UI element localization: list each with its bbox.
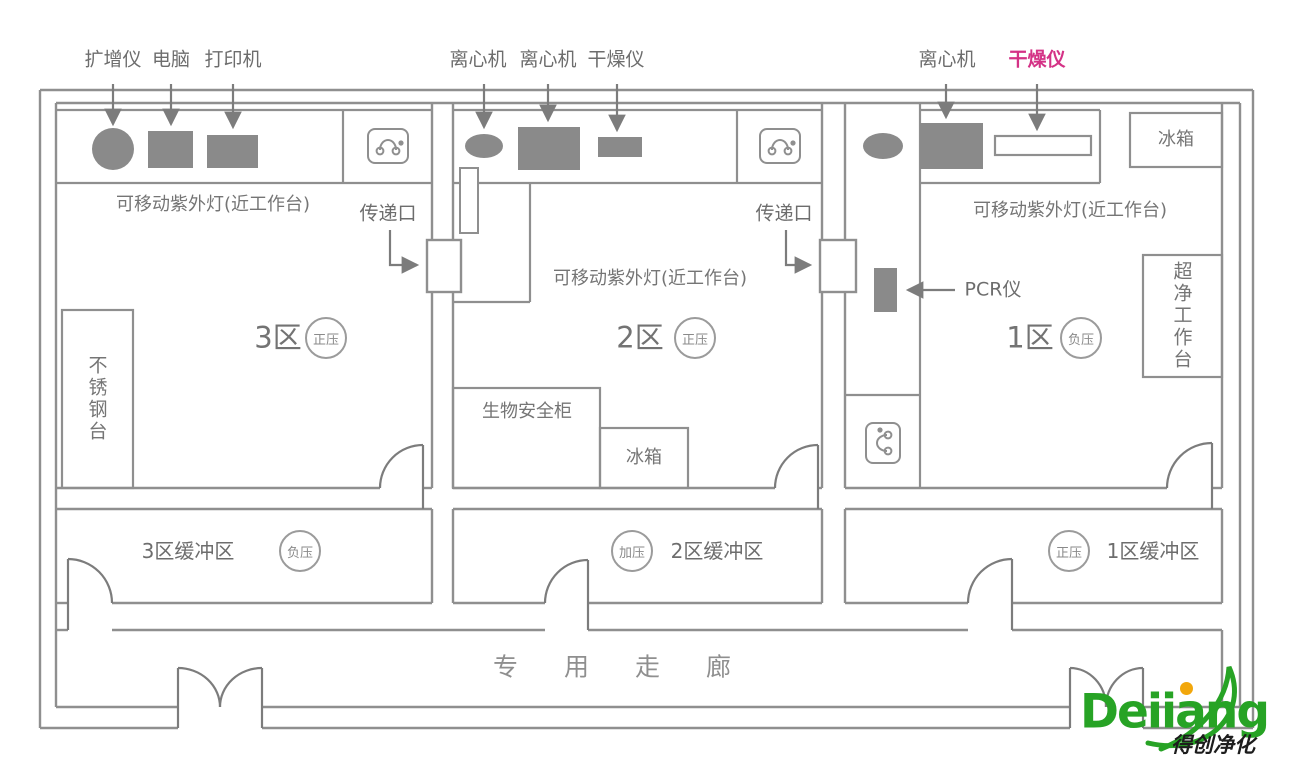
buffer1-label: 1区缓冲区	[1106, 539, 1200, 563]
sink-icons	[367, 128, 901, 464]
corridor-label: 专用走廊	[492, 652, 778, 682]
fridge-zone1-label: 冰箱	[1158, 129, 1194, 150]
zone3-name: 3区	[254, 320, 302, 355]
buffer2-pressure-badge: 加压	[611, 530, 653, 572]
zone1-pressure-badge: 负压	[1060, 317, 1102, 359]
buffer3-label: 3区缓冲区	[141, 539, 235, 563]
double-door-corridor-right	[1068, 666, 1145, 728]
pass-window-label-right: 传递口	[755, 202, 813, 225]
arrow-pass-left	[388, 230, 420, 274]
pcr-label: PCR仪	[964, 278, 1022, 301]
centrifuge1-zone2-shape	[465, 134, 503, 158]
zone2-pressure-badge: 正压	[674, 317, 716, 359]
buffer2-label: 2区缓冲区	[670, 539, 764, 563]
amplifier-shape	[92, 128, 134, 170]
logo-caption: 得创净化	[1171, 733, 1255, 757]
biosafety-cabinet-label: 生物安全柜	[482, 401, 572, 422]
fridge-zone1-rect	[1128, 111, 1224, 169]
callout-computer: 电脑	[151, 48, 191, 71]
callout-amplifier: 扩增仪	[84, 48, 142, 71]
callout-centrifuge1-zone2: 离心机	[449, 48, 507, 71]
clean-bench-rect	[1141, 253, 1224, 379]
printer-shape	[207, 135, 258, 168]
sink-icon	[865, 422, 901, 464]
computer-shape	[148, 131, 193, 168]
dryer-zone2-shape	[598, 137, 642, 157]
logo-dot	[1180, 682, 1193, 695]
clean-bench-label: 超净工作台	[1170, 261, 1193, 371]
pass-box-left	[425, 238, 463, 294]
buffer1-pressure-badge: 正压	[1048, 530, 1090, 572]
equipment-shapes	[92, 123, 983, 312]
double-door-corridor-left	[176, 666, 264, 728]
doors	[66, 441, 1214, 728]
arrow-pass-right	[784, 230, 813, 274]
logo-swoosh	[1145, 665, 1237, 752]
callout-dryer-zone1-highlight: 干燥仪	[1008, 48, 1066, 71]
small-equipment-zone1-shape	[863, 133, 903, 159]
callout-arrows	[104, 84, 1046, 299]
door-zone2	[773, 443, 820, 509]
stainless-table-label: 不锈钢台	[85, 355, 108, 443]
sink-icon	[367, 128, 409, 164]
pass-box-right	[818, 238, 858, 294]
fridge-zone2-rect	[598, 426, 690, 490]
sink-icon	[759, 128, 801, 164]
door-buffer1	[966, 557, 1014, 630]
zone2-name: 2区	[616, 320, 664, 355]
centrifuge-zone1-shape	[920, 123, 983, 169]
centrifuge2-zone2-shape	[518, 127, 580, 170]
buffer3-pressure-badge: 负压	[279, 530, 321, 572]
door-buffer3	[66, 557, 114, 630]
door-zone3	[378, 443, 425, 509]
zone1-name: 1区	[1006, 320, 1054, 355]
uv-note-zone3: 可移动紫外灯(近工作台)	[115, 194, 311, 215]
outer-walls	[38, 88, 1255, 730]
pass-window-label-left: 传递口	[359, 202, 417, 225]
callout-centrifuge-zone1: 离心机	[918, 48, 976, 71]
logo-brand: Deiiang	[1080, 684, 1270, 740]
door-buffer2	[543, 558, 590, 630]
fridge-zone2-label: 冰箱	[626, 447, 662, 468]
stainless-table-rect	[60, 308, 135, 490]
door-zone1	[1165, 441, 1214, 509]
pcr-machine-shape	[874, 268, 897, 312]
uv-note-zone1: 可移动紫外灯(近工作台)	[972, 200, 1168, 221]
zone3-pressure-badge: 正压	[305, 317, 347, 359]
callout-dryer-zone2: 干燥仪	[587, 48, 645, 71]
uv-lamp-stand	[459, 167, 479, 234]
callout-printer: 打印机	[204, 48, 262, 71]
uv-note-zone2: 可移动紫外灯(近工作台)	[552, 268, 748, 289]
dryer-zone1-shape	[993, 134, 1093, 157]
callout-centrifuge2-zone2: 离心机	[519, 48, 577, 71]
